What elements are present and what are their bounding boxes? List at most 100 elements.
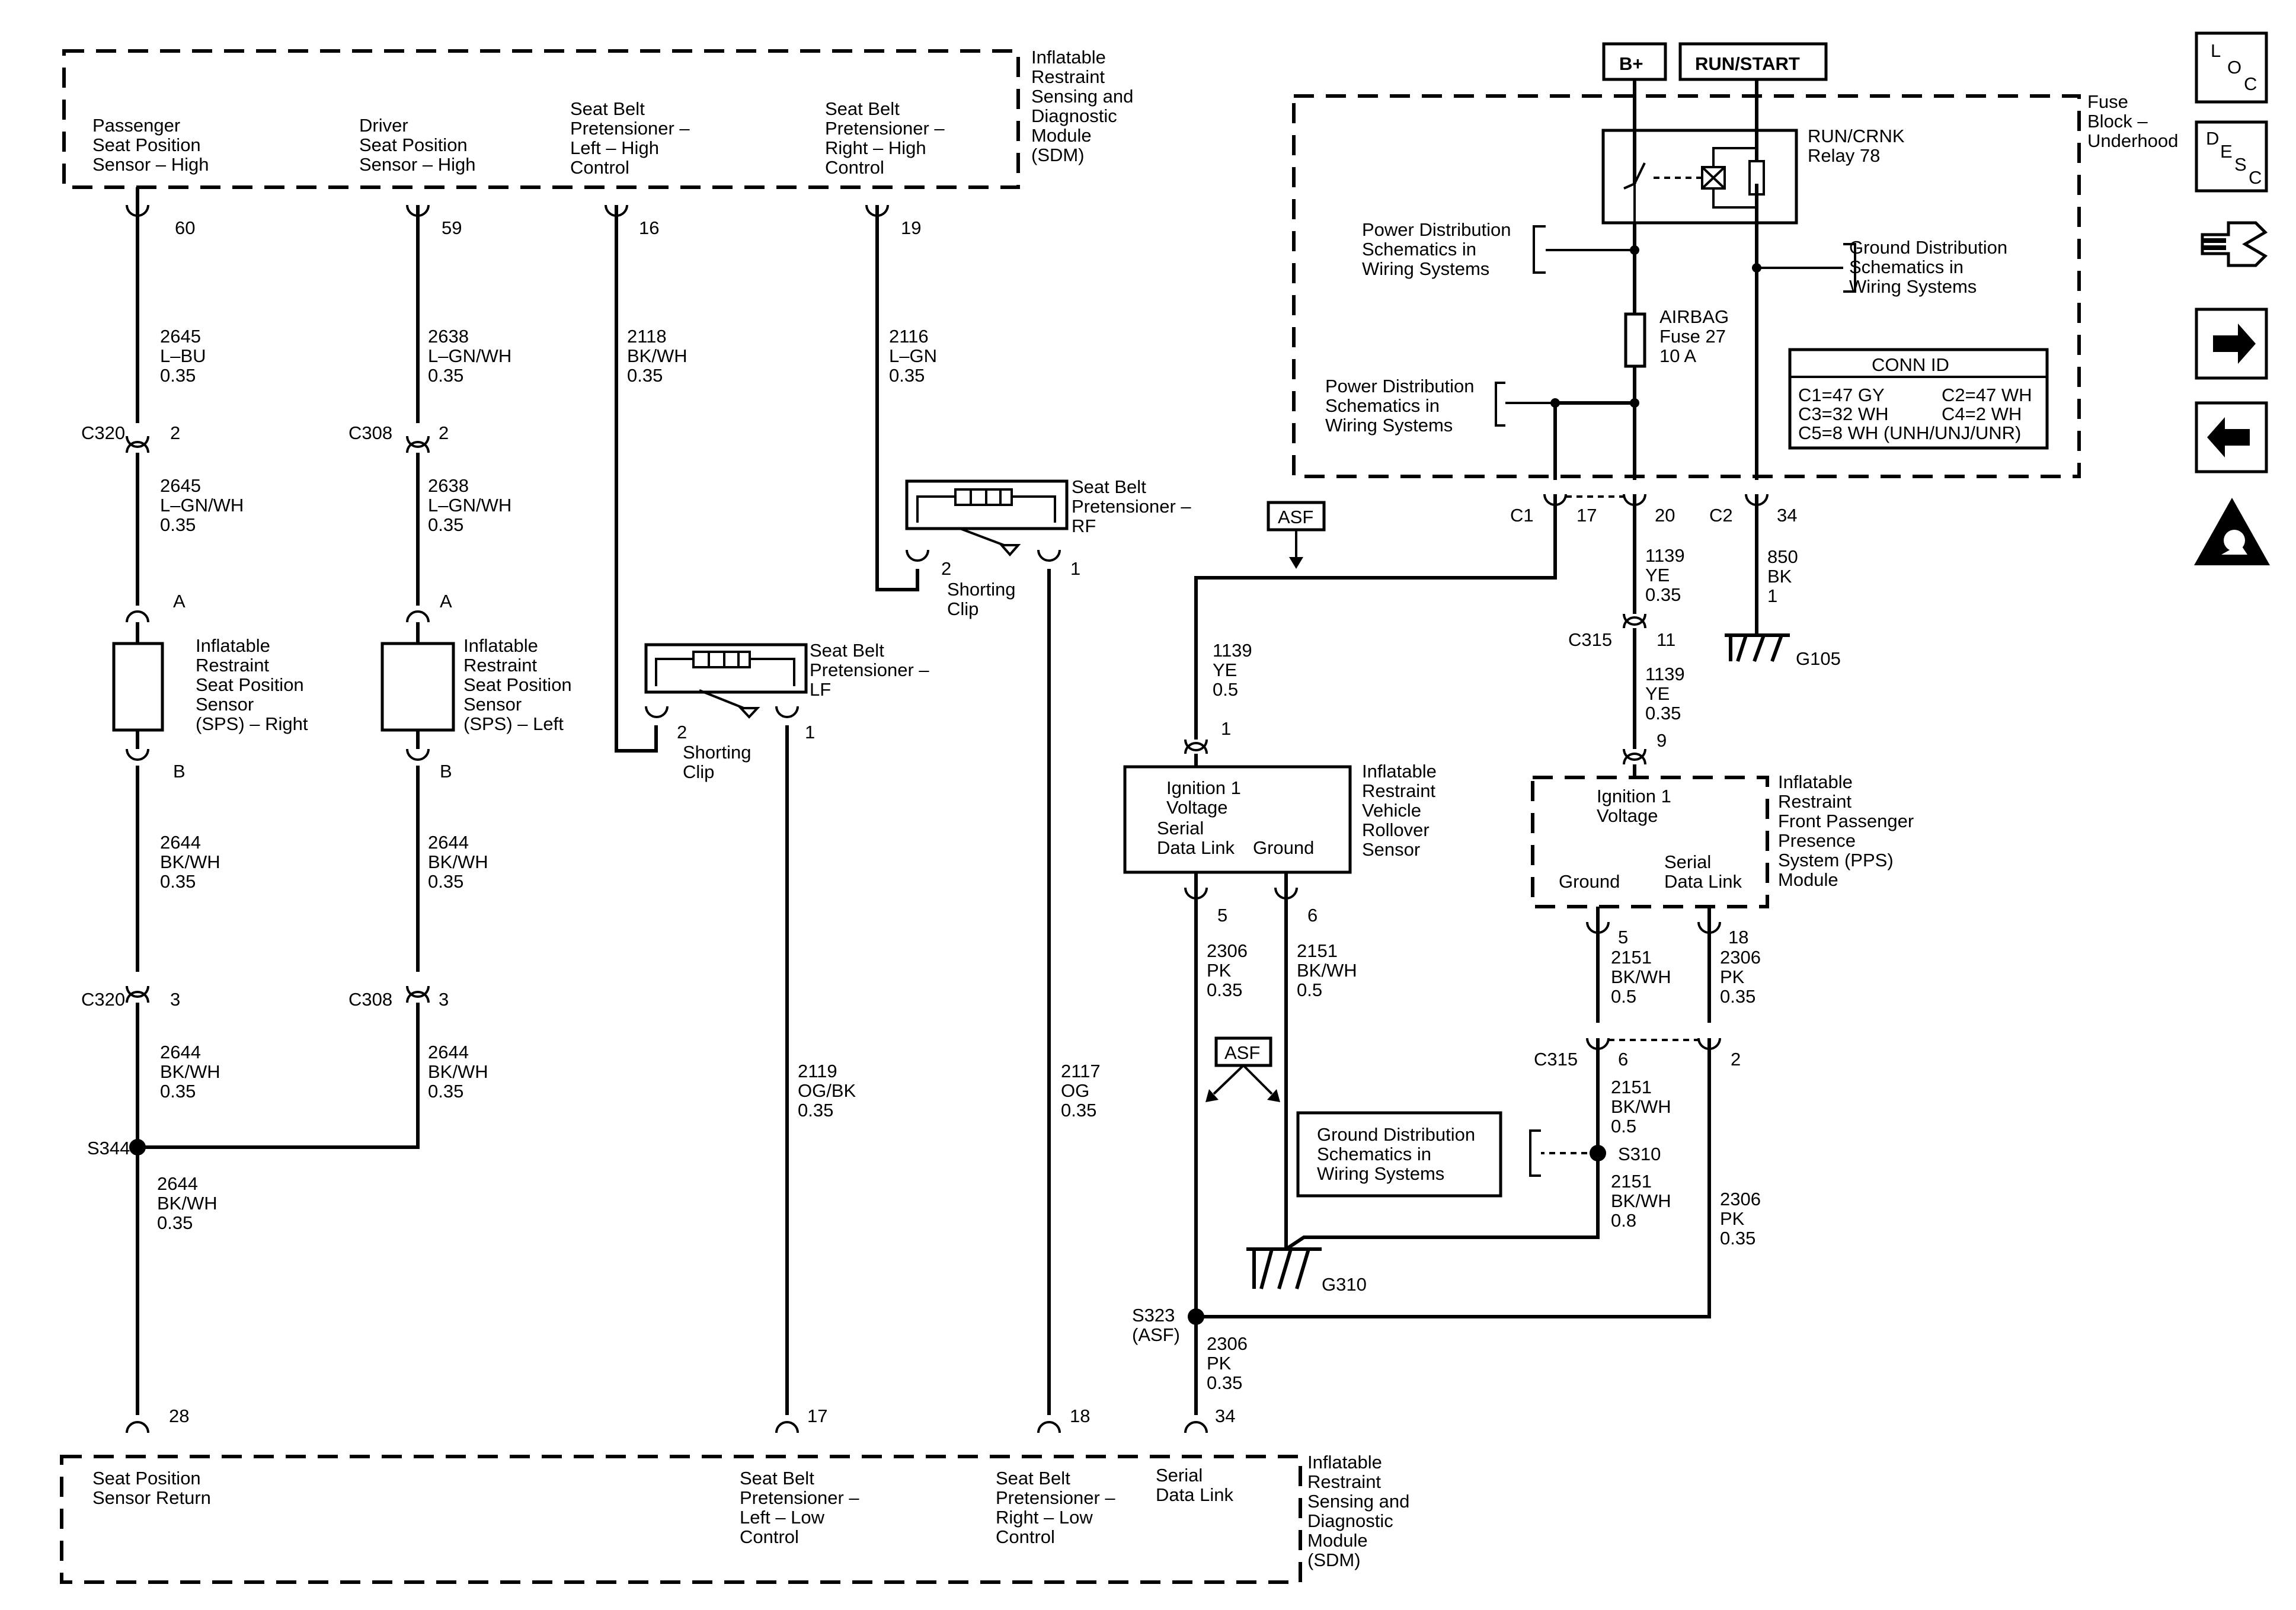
label-line: Control (740, 1526, 799, 1547)
label-line: (SDM) (1031, 145, 1085, 165)
arrow-right-icon[interactable] (2195, 308, 2268, 380)
label-line: BK/WH (1611, 1190, 1671, 1211)
label-line: Vehicle (1362, 800, 1421, 821)
label-line: BK/WH (1297, 960, 1357, 981)
label-line: Serial (1157, 818, 1204, 838)
label-line: YE (1645, 565, 1670, 585)
label-line: Ground Distribution (1849, 237, 2007, 258)
label-line: L–GN (889, 345, 937, 366)
label-line: 0.35 (1645, 703, 1681, 724)
label-line: 2116 (889, 326, 929, 347)
label-line: 0.35 (1720, 986, 1755, 1007)
label-line: 0.35 (1061, 1100, 1096, 1121)
label-line: Pretensioner – (1072, 496, 1191, 517)
c315-pin-b: 6 (1618, 1049, 1628, 1070)
label-line: Right – Low (996, 1507, 1093, 1528)
label-line: 2119 (798, 1061, 837, 1081)
label-line: Left – High (570, 137, 659, 158)
label-line: Schematics in (1325, 395, 1440, 416)
label-line: Voltage (1166, 797, 1227, 818)
c320-pin-a: 2 (170, 422, 180, 443)
label-line: Power Distribution (1362, 219, 1511, 240)
label-line: L–BU (160, 345, 206, 366)
label-line: 0.35 (627, 365, 663, 386)
label-line: Module (1307, 1530, 1368, 1551)
label-line: Driver (359, 115, 408, 136)
c1-pin-17: 17 (1576, 505, 1597, 526)
label-line: OG (1061, 1080, 1089, 1101)
c320-name-a: C320 (81, 422, 125, 443)
label-line: Ignition 1 (1597, 786, 1671, 806)
label-line: Sensor – High (359, 154, 475, 175)
label-line: Module (1778, 869, 1838, 890)
label-line: Clip (683, 761, 714, 782)
label-line: BK/WH (428, 1061, 488, 1082)
splice-s323: S323(ASF) (1132, 1305, 1180, 1345)
arrow-left-icon[interactable] (2195, 401, 2268, 473)
label-line: Control (996, 1526, 1055, 1547)
lf-squib-element (692, 651, 751, 668)
label-line: Sensing and (1031, 86, 1133, 107)
label-line: BK/WH (157, 1193, 218, 1214)
label-line: 1139 (1645, 664, 1685, 684)
label-line: 1 (1767, 585, 1777, 606)
label-line: Sensing and (1307, 1491, 1409, 1512)
label-line: Schematics in (1362, 239, 1476, 260)
pin34-number: 34 (1215, 1406, 1235, 1426)
label-line: Wiring Systems (1325, 415, 1453, 436)
fuse-block-outline (1292, 94, 2081, 478)
label-line: 1139 (1213, 640, 1252, 661)
label-line: Sensor (196, 694, 254, 715)
label-line: (SPS) – Left (463, 713, 564, 734)
label-line: PK (1720, 966, 1745, 987)
label-line: Restraint (1362, 780, 1435, 801)
label-line: Sensor (1362, 839, 1420, 860)
label-line: L–GN/WH (160, 495, 244, 516)
label-line: 0.35 (160, 871, 196, 892)
label-line: 0.8 (1611, 1210, 1636, 1231)
label-line: Relay 78 (1808, 145, 1880, 166)
label-line: 0.35 (157, 1212, 193, 1233)
airbag-warning-icon (2194, 498, 2270, 565)
rf-pin-2: 2 (941, 558, 951, 579)
desc-button[interactable]: D E S C (2195, 120, 2268, 193)
label-line: (SPS) – Right (196, 713, 308, 734)
label-line: 0.35 (160, 365, 196, 386)
label-line: 0.35 (428, 514, 463, 535)
rf-pin-1: 1 (1070, 558, 1080, 579)
pin28-number: 28 (169, 1406, 189, 1426)
label-line: System (PPS) (1778, 850, 1894, 870)
label-line: Sensor Return (92, 1487, 211, 1508)
label-line: RUN/CRNK (1808, 126, 1905, 146)
label-line: Pretensioner – (740, 1487, 859, 1508)
g105-label: G105 (1796, 648, 1841, 669)
label-line: Seat Position (92, 135, 201, 155)
c315-name-b: C315 (1534, 1049, 1578, 1070)
connector-pins-icon[interactable] (2201, 221, 2268, 267)
label-line: Seat Position (92, 1468, 201, 1489)
rollover-sensor (1123, 739, 1352, 1433)
loc-button[interactable]: L O C (2195, 31, 2268, 104)
loc-letter-l: L (2211, 40, 2221, 61)
label-line: 0.35 (1720, 1228, 1755, 1249)
c308-name-b: C308 (348, 989, 392, 1010)
pin19-number: 19 (901, 217, 921, 238)
c2-name: C2 (1709, 505, 1733, 526)
label-line: Control (570, 157, 629, 178)
label-line: Seat Belt (996, 1468, 1070, 1489)
label-line: (SDM) (1307, 1550, 1361, 1570)
label-line: Restraint (1778, 791, 1851, 812)
